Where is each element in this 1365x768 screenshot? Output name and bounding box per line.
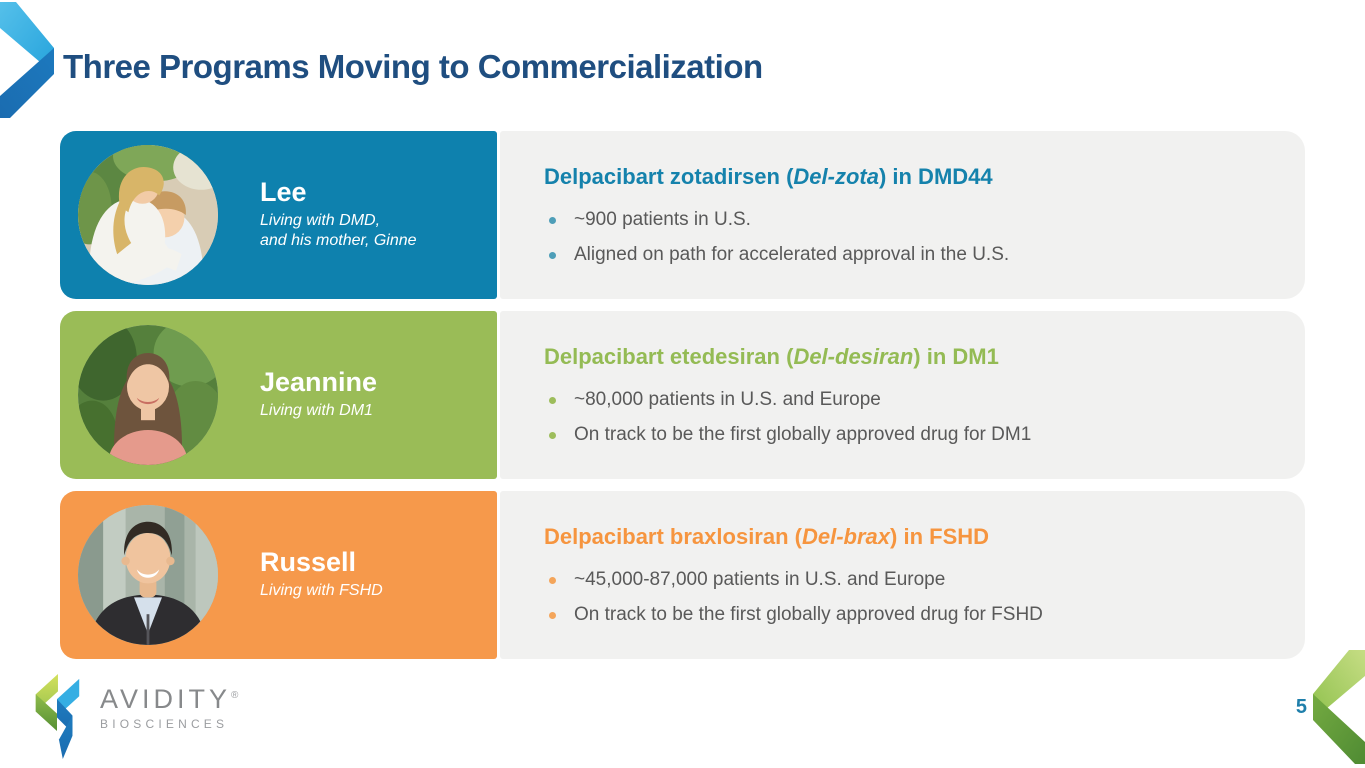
jeannine-photo — [78, 325, 218, 465]
person-caption: Living with DMD, and his mother, Ginne — [260, 211, 417, 250]
program-row-dm1: Jeannine Living with DM1 Delpacibart ete… — [60, 311, 1305, 479]
corner-ribbon-top-left-icon — [0, 2, 54, 118]
lee-photo — [78, 145, 218, 285]
bullet-item: On track to be the first globally approv… — [544, 604, 1261, 626]
bullet-dot-icon — [549, 216, 556, 224]
russell-photo — [78, 505, 218, 645]
program-rows: Lee Living with DMD, and his mother, Gin… — [60, 131, 1305, 671]
person-caption: Living with FSHD — [260, 581, 383, 599]
russell-photo-art — [78, 505, 218, 645]
person-name: Jeannine — [260, 367, 378, 398]
avidity-logo: AVIDITY® BIOSCIENCES — [28, 672, 238, 759]
program-row-dmd: Lee Living with DMD, and his mother, Gin… — [60, 131, 1305, 299]
bullet-item: ~45,000-87,000 patients in U.S. and Euro… — [544, 569, 1261, 591]
person-name: Lee — [260, 176, 307, 207]
program-heading: Delpacibart etedesiran (Del-desiran) in … — [544, 344, 1261, 370]
bullet-text: ~80,000 patients in U.S. and Europe — [574, 389, 881, 410]
lee-photo-art — [78, 145, 218, 285]
avidity-wordmark: AVIDITY® — [100, 686, 238, 713]
program-heading: Delpacibart zotadirsen (Del-zota) in DMD… — [544, 164, 1261, 190]
bullet-dot-icon — [549, 576, 556, 584]
bullet-text: ~900 patients in U.S. — [574, 209, 751, 230]
person-text-lee: Lee Living with DMD, and his mother, Gin… — [260, 176, 417, 252]
bullet-item: ~80,000 patients in U.S. and Europe — [544, 389, 1261, 411]
person-card-russell: Russell Living with FSHD — [60, 491, 497, 659]
avidity-logo-text: AVIDITY® BIOSCIENCES — [100, 686, 238, 731]
page-number: 5 — [1295, 696, 1307, 718]
bullet-item: On track to be the first globally approv… — [544, 424, 1261, 446]
bullet-item: Aligned on path for accelerated approval… — [544, 244, 1261, 266]
avidity-subtext: BIOSCIENCES — [100, 717, 229, 731]
corner-ribbon-bottom-right-icon — [1313, 650, 1365, 764]
bullet-text: On track to be the first globally approv… — [574, 604, 1043, 625]
bullet-dot-icon — [549, 431, 556, 439]
heading-after: ) in FSHD — [890, 524, 990, 549]
bullet-dot-icon — [549, 396, 556, 404]
bullet-list: ~80,000 patients in U.S. and Europe On t… — [544, 376, 1261, 446]
person-card-lee: Lee Living with DMD, and his mother, Gin… — [60, 131, 497, 299]
person-card-jeannine: Jeannine Living with DM1 — [60, 311, 497, 479]
bullet-text: Aligned on path for accelerated approval… — [574, 244, 1010, 265]
bullet-dot-icon — [549, 251, 556, 259]
program-heading: Delpacibart braxlosiran (Del-brax) in FS… — [544, 524, 1261, 550]
heading-after: ) in DMD44 — [878, 164, 993, 189]
jeannine-photo-art — [78, 325, 218, 465]
heading-after: ) in DM1 — [913, 344, 999, 369]
logo-name-text: AVIDITY — [100, 684, 232, 714]
program-info-fshd: Delpacibart braxlosiran (Del-brax) in FS… — [500, 491, 1305, 659]
bullet-list: ~45,000-87,000 patients in U.S. and Euro… — [544, 556, 1261, 626]
slide-title: Three Programs Moving to Commercializati… — [63, 48, 763, 85]
heading-before: Delpacibart zotadirsen ( — [544, 164, 794, 189]
bullet-text: On track to be the first globally approv… — [574, 424, 1032, 445]
heading-drug-nickname: Del-zota — [793, 164, 879, 189]
registered-mark: ® — [231, 690, 239, 701]
avidity-logo-icon — [35, 674, 80, 759]
program-row-fshd: Russell Living with FSHD Delpacibart bra… — [60, 491, 1305, 659]
program-info-dmd: Delpacibart zotadirsen (Del-zota) in DMD… — [500, 131, 1305, 299]
heading-drug-nickname: Del-brax — [801, 524, 891, 549]
heading-drug-nickname: Del-desiran — [793, 344, 914, 369]
heading-before: Delpacibart etedesiran ( — [544, 344, 794, 369]
person-text-russell: Russell Living with FSHD — [260, 548, 383, 601]
person-caption: Living with DM1 — [260, 401, 373, 419]
bullet-item: ~900 patients in U.S. — [544, 209, 1261, 231]
bullet-list: ~900 patients in U.S. Aligned on path fo… — [544, 196, 1261, 266]
heading-before: Delpacibart braxlosiran ( — [544, 524, 802, 549]
person-text-jeannine: Jeannine Living with DM1 — [260, 368, 377, 421]
person-name: Russell — [260, 547, 357, 578]
bullet-dot-icon — [549, 611, 556, 619]
bullet-text: ~45,000-87,000 patients in U.S. and Euro… — [574, 569, 946, 590]
program-info-dm1: Delpacibart etedesiran (Del-desiran) in … — [500, 311, 1305, 479]
